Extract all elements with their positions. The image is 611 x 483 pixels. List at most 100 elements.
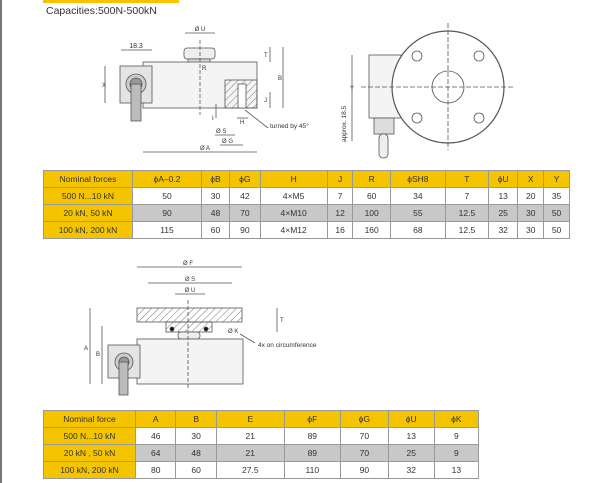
dim-a-label: Ø A: [200, 146, 210, 152]
table-cell: 100: [352, 204, 391, 222]
table-cell: 55: [389, 204, 446, 222]
table-cell: 7: [444, 187, 490, 205]
table-cell: 4×M5: [259, 187, 328, 205]
table-cell: 27.5: [215, 461, 285, 479]
table-cell: 32: [488, 221, 519, 239]
column-header: ϕG: [229, 170, 261, 188]
table-cell: 25: [387, 444, 435, 462]
table-cell: 50: [132, 187, 202, 205]
column-header: H: [259, 170, 328, 188]
table-cell: 42: [229, 187, 261, 205]
table-cell: 48: [175, 444, 217, 462]
column-header: Nominal forces: [43, 170, 133, 188]
column-header: X: [517, 170, 545, 188]
dim-y-label: Y: [350, 86, 354, 92]
table-cell: 70: [229, 204, 261, 222]
dim-k-label: Ø K: [228, 329, 238, 335]
table-cell: 21: [215, 427, 285, 445]
dim-j-label: J: [264, 98, 267, 104]
dim-s-label: Ø S: [185, 277, 195, 283]
table-cell: 90: [132, 204, 202, 222]
top-view-drawing: Y approx. 18.5: [341, 23, 515, 159]
dim-b-label: B: [96, 352, 100, 358]
circumference-note: 4x on circumference: [258, 342, 317, 349]
table-cell: 60: [200, 221, 231, 239]
dim-r-label: R: [202, 66, 207, 72]
table-cell: 12.5: [444, 221, 490, 239]
dim-18-3-label: 18.3: [129, 43, 143, 50]
column-header: B: [175, 410, 217, 428]
table-cell: 115: [132, 221, 202, 239]
row-header: 500 N...10 kN: [43, 427, 136, 445]
table-cell: 16: [326, 221, 354, 239]
column-header: J: [326, 170, 354, 188]
dim-t-label: T: [280, 318, 284, 324]
dim-u-label: Ø U: [185, 288, 196, 294]
row-header: 100 kN, 200 kN: [43, 221, 133, 239]
table-cell: 89: [283, 444, 341, 462]
dim-h-label: H: [240, 120, 244, 126]
dim-i-label: I: [212, 116, 214, 122]
table-cell: 9: [433, 444, 480, 462]
column-header: A: [134, 410, 177, 428]
table-cell: 60: [175, 461, 217, 479]
table-cell: 30: [200, 187, 231, 205]
table-cell: 32: [387, 461, 435, 479]
dim-u-label: Ø U: [195, 27, 206, 33]
table-cell: 12.5: [444, 204, 490, 222]
left-border: [0, 0, 2, 483]
table-cell: 34: [389, 187, 446, 205]
column-header: ϕB: [200, 170, 231, 188]
table-cell: 48: [200, 204, 231, 222]
row-header: 20 kN , 50 kN: [43, 444, 136, 462]
row-header: 100 kN, 200 kN: [43, 461, 136, 479]
table-cell: 50: [543, 204, 570, 222]
turned-note: turned by 45°: [270, 122, 309, 130]
table-cell: 110: [283, 461, 341, 479]
accent-bar: [43, 0, 179, 3]
table-cell: 60: [352, 187, 391, 205]
table-cell: 90: [339, 461, 389, 479]
row-header: 20 kN, 50 kN: [43, 204, 133, 222]
table-cell: 21: [215, 444, 285, 462]
table-cell: 80: [134, 461, 177, 479]
capacities-label: Capacities:500N-500kN: [46, 5, 157, 17]
table-cell: 70: [339, 427, 389, 445]
table-cell: 70: [339, 444, 389, 462]
dim-g-label: Ø G: [222, 139, 233, 145]
table-cell: 68: [389, 221, 446, 239]
table-cell: 30: [517, 204, 545, 222]
side-view-drawing: Ø U 18.3 X T B J R I H Ø S Ø G Ø A turne…: [102, 27, 309, 153]
table-cell: 13: [387, 427, 435, 445]
table-cell: 46: [134, 427, 177, 445]
dim-t-label: T: [264, 53, 268, 59]
table-cell: 4×M10: [259, 204, 328, 222]
dim-f-label: Ø F: [183, 261, 193, 267]
column-header: ϕG: [339, 410, 389, 428]
table-cell: 25: [488, 204, 519, 222]
column-header: ϕF: [283, 410, 341, 428]
table-cell: 7: [326, 187, 354, 205]
column-header: ϕA–0.2: [132, 170, 202, 188]
dim-s-label: Ø S: [216, 129, 226, 135]
table-cell: 35: [543, 187, 570, 205]
approx-18-5-label: approx. 18.5: [341, 105, 348, 142]
row-header: 500 N...10 kN: [43, 187, 133, 205]
table-cell: 12: [326, 204, 354, 222]
column-header: ϕK: [433, 410, 480, 428]
table-cell: 13: [433, 461, 480, 479]
column-header: Y: [543, 170, 570, 188]
column-header: E: [215, 410, 285, 428]
table-cell: 30: [175, 427, 217, 445]
dim-a-label: A: [84, 346, 88, 352]
